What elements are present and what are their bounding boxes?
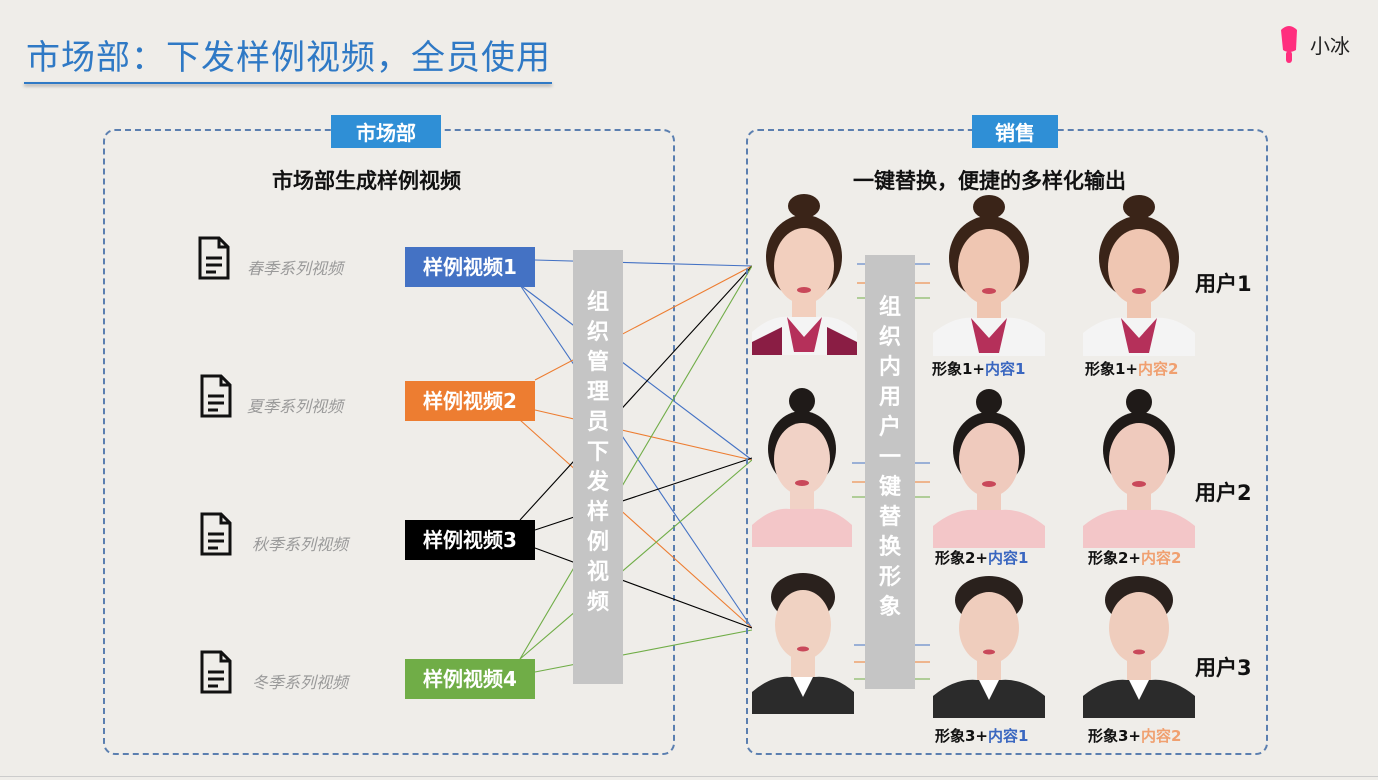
replace-bar-char: 织 [878,325,901,350]
admin-bar-char: 理 [586,380,609,405]
replace-bar-char: 用 [878,385,901,410]
admin-bar-char: 视 [586,560,609,585]
document-icon [200,650,232,698]
replace-bar-char: 组 [878,295,901,320]
avatar-user3-result-1 [933,570,1045,722]
sample-video-1: 样例视频1 [405,247,535,287]
caption-user2-content2: 形象2+内容2 [1088,549,1182,567]
doc-label-summer: 夏季系列视频 [247,397,344,416]
avatar-user1-result-2 [1083,193,1195,360]
admin-bar-char: 发 [586,470,609,495]
admin-bar-char: 下 [586,440,609,465]
footer-divider [0,776,1378,777]
sample-video-3: 样例视频3 [405,520,535,560]
caption-user1-content2: 形象1+内容2 [1085,360,1179,378]
caption-user3-content1: 形象3+内容1 [935,727,1029,745]
sales-heading: 一键替换，便捷的多样化输出 [853,169,1126,193]
replace-bar-char: 象 [878,595,901,620]
avatar-user1-original [752,192,857,359]
replace-bar-char: 内 [878,355,901,380]
marketing-tag: 市场部 [331,115,441,148]
brand-logo: 小冰 [1278,24,1350,64]
sales-tag: 销售 [972,115,1058,148]
avatar-user2-original [752,387,852,551]
admin-bar-char: 例 [586,530,609,555]
sample-video-2: 样例视频2 [405,381,535,421]
doc-label-winter: 冬季系列视频 [252,673,349,692]
admin-bar-char: 样 [586,500,609,525]
user-label-1: 用户1 [1195,272,1252,296]
admin-bar-char: 织 [586,320,609,345]
admin-distribute-bar: 组织管理员下发样例视频 [573,250,623,684]
caption-user2-content1: 形象2+内容1 [935,549,1029,567]
replace-bar-char: 替 [878,505,901,530]
replace-bar-char: 形 [878,565,901,590]
replace-bar-char: 键 [878,475,901,500]
popsicle-logo-icon [1281,26,1297,63]
sample-video-4: 样例视频4 [405,659,535,699]
caption-user1-content1: 形象1+内容1 [932,360,1026,378]
avatar-user2-result-2 [1083,388,1195,552]
doc-label-spring: 春季系列视频 [247,259,344,278]
replace-bar-char: 户 [878,415,901,440]
document-icon [200,512,232,560]
admin-bar-char: 组 [586,290,609,315]
admin-bar-char: 频 [586,590,609,615]
doc-label-autumn: 秋季系列视频 [252,535,349,554]
marketing-heading: 市场部生成样例视频 [272,169,461,193]
replace-bar-char: 一 [878,445,901,470]
avatar-user3-original [752,567,854,718]
avatar-user2-result-1 [933,388,1045,552]
document-icon [200,374,232,422]
avatar-user1-result-1 [933,193,1045,360]
title-underline [24,82,552,84]
user-label-2: 用户2 [1195,481,1252,505]
avatar-user3-result-2 [1083,570,1195,722]
user-replace-bar: 组织内用户一键替换形象 [865,255,915,689]
document-icon [198,236,230,284]
logo-text: 小冰 [1310,33,1350,58]
admin-bar-char: 员 [586,410,609,435]
replace-bar-char: 换 [878,535,901,560]
page-title: 市场部：下发样例视频，全员使用 [26,38,551,78]
caption-user3-content2: 形象3+内容2 [1088,727,1182,745]
admin-bar-char: 管 [586,350,609,375]
user-label-3: 用户3 [1195,656,1252,680]
